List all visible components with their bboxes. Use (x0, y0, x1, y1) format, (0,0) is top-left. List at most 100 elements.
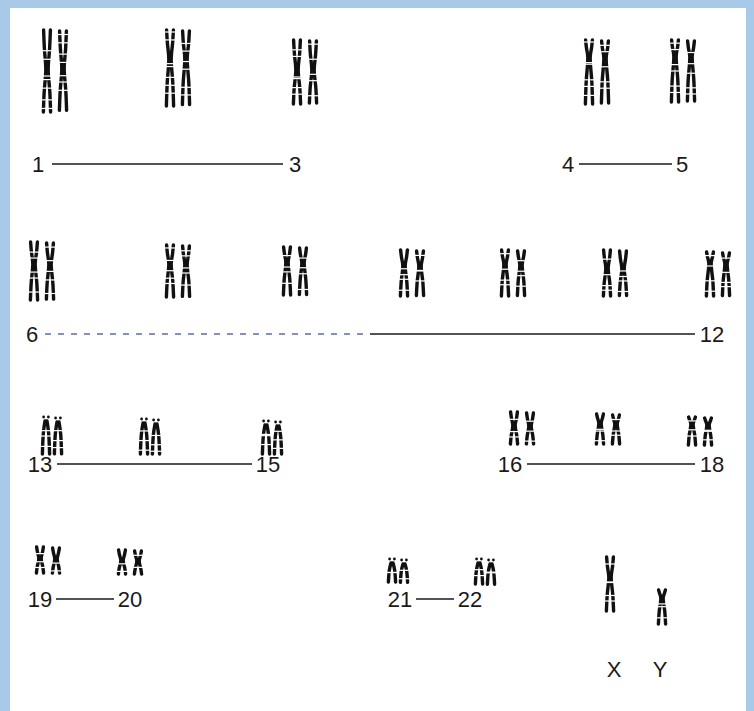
chromosome-number: 13 (28, 454, 52, 476)
chromosome-band (702, 431, 714, 432)
chromosome-band (601, 259, 613, 260)
chromosome-pair (138, 418, 162, 454)
chromosome-band (50, 562, 62, 563)
chromatid (611, 557, 613, 611)
satellite (59, 417, 62, 420)
chromosome-band (473, 569, 485, 570)
chromosome-band (414, 270, 426, 271)
satellite (487, 559, 490, 562)
chromosome-number: 21 (388, 589, 412, 611)
chromosome-band (307, 80, 319, 81)
chromosome-band (599, 51, 611, 52)
chromosome-number: 15 (256, 454, 280, 476)
chromosome-band (583, 62, 595, 63)
chromatid (522, 251, 524, 296)
chromosome-number: 3 (289, 154, 301, 176)
chromatid (314, 41, 316, 103)
chromosome-band (132, 567, 144, 568)
chromosome-band (57, 75, 69, 76)
satellite (140, 418, 143, 421)
chromosome-band (669, 70, 681, 71)
chromosome-band (34, 561, 46, 562)
chromosome-band (44, 260, 56, 261)
chromosome-pair (601, 250, 629, 296)
chromatid (606, 41, 608, 103)
chromosome-band (669, 43, 681, 44)
chromosome-band (617, 280, 629, 281)
chromosome-band (28, 257, 40, 258)
chromosome-band (599, 81, 611, 82)
chromosome-band (685, 87, 697, 88)
chromosome-band (702, 430, 714, 431)
chromosome-band (583, 95, 595, 96)
chromatid (416, 251, 418, 296)
chromatid (517, 251, 519, 296)
chromatid (608, 250, 610, 296)
chromosome-band (164, 270, 176, 271)
chromosome-band (164, 39, 176, 40)
chromosome-band (515, 286, 527, 287)
chromatid (57, 548, 59, 573)
chromatid (152, 424, 155, 454)
chromosome-band (398, 290, 410, 291)
chromosome-band (291, 87, 303, 88)
satellite (400, 559, 403, 562)
chromosome-band (44, 271, 56, 272)
chromosome-band (41, 75, 53, 76)
chromosome-band (150, 435, 162, 436)
chromatid (30, 242, 32, 300)
satellite (393, 558, 396, 561)
chromosome-band (594, 440, 606, 441)
chromosome-band (180, 50, 192, 51)
chromatid (501, 250, 503, 296)
chromatid (421, 251, 423, 296)
chromatid (47, 421, 50, 454)
chromosome-pair (164, 30, 192, 106)
chromatid (531, 413, 533, 444)
chromosome-pair (28, 242, 56, 300)
chromosome-band (485, 572, 497, 573)
chromosome-band (617, 291, 629, 292)
chromosome-band (57, 54, 69, 55)
chromosome-band (116, 571, 128, 572)
chromosome-number: 18 (700, 454, 724, 476)
chromosome-band (41, 108, 53, 109)
chromosome-band (656, 606, 668, 607)
chromosome-band (180, 94, 192, 95)
chromosome-band (297, 289, 309, 290)
satellite (47, 416, 50, 419)
chromosome-band (138, 440, 150, 441)
chromatid (506, 250, 508, 296)
chromosome-band (164, 283, 176, 284)
chromosome-band (34, 567, 46, 568)
chromosome-band (138, 430, 150, 431)
chromosome-band (52, 430, 64, 431)
chromatid (52, 548, 54, 573)
chromosome-band (180, 267, 192, 268)
chromosome-band (610, 419, 622, 420)
chromosome-band (297, 257, 309, 258)
chromosome-band (57, 90, 69, 91)
group-line (527, 463, 695, 465)
chromosome-pair (499, 250, 527, 296)
chromosome-band (686, 429, 698, 430)
chromosome-band (599, 88, 611, 89)
chromosome-band (610, 435, 622, 436)
chromatid (692, 41, 694, 101)
chromatid (706, 252, 708, 296)
chromatid (283, 247, 285, 295)
chromatid (304, 248, 306, 294)
chromatid (42, 421, 45, 454)
chromosome-band (685, 73, 697, 74)
chromosome-band (307, 59, 319, 60)
chromosome-band (610, 430, 622, 431)
chromosome-band (499, 284, 511, 285)
satellite (42, 416, 45, 419)
chromatid (36, 547, 38, 573)
chromatid (526, 413, 528, 444)
chromatid (267, 425, 270, 454)
chromosome-band (704, 255, 716, 256)
chromosome-band (398, 578, 410, 579)
chromosome-pair (291, 40, 319, 104)
chromosome-pair (281, 247, 309, 295)
